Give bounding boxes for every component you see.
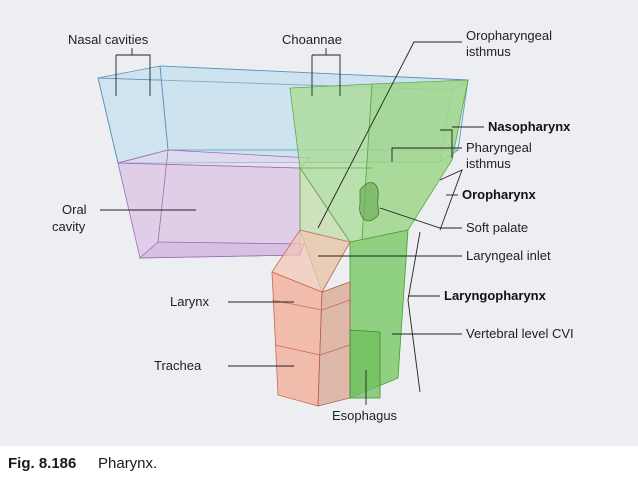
label-trachea: Trachea <box>154 358 202 373</box>
label-vertebral-level: Vertebral level CVI <box>466 326 574 341</box>
leader-lines <box>100 41 484 405</box>
label-esophagus: Esophagus <box>332 408 398 423</box>
label-choannae: Choannae <box>282 32 342 47</box>
caption: Fig. 8.186 Pharynx. <box>0 446 638 479</box>
larynx-region <box>271 229 351 407</box>
label-oral-cavity-line1: Oral <box>62 202 87 217</box>
label-oropharyngeal-isthmus-line1: Oropharyngeal <box>466 28 552 43</box>
label-oropharynx: Oropharynx <box>462 187 536 202</box>
oral-cavity-region <box>117 149 311 259</box>
label-nasopharynx: Nasopharynx <box>488 119 571 134</box>
label-oropharyngeal-isthmus-line2: isthmus <box>466 44 511 59</box>
label-laryngopharynx: Laryngopharynx <box>444 288 547 303</box>
caption-bar <box>0 446 638 479</box>
label-soft-palate: Soft palate <box>466 220 528 235</box>
label-pharyngeal-isthmus-line2: isthmus <box>466 156 511 171</box>
label-pharyngeal-isthmus-line1: Pharyngeal <box>466 140 532 155</box>
caption-number: Fig. 8.186 <box>8 455 76 472</box>
label-larynx: Larynx <box>170 294 210 309</box>
labels: Nasal cavities Choannae Oropharyngeal is… <box>52 28 574 423</box>
caption-text: Pharynx. <box>98 455 157 472</box>
label-laryngeal-inlet: Laryngeal inlet <box>466 248 551 263</box>
label-nasal-cavities: Nasal cavities <box>68 32 149 47</box>
esophagus-region <box>349 329 381 399</box>
label-oral-cavity-line2: cavity <box>52 219 86 234</box>
